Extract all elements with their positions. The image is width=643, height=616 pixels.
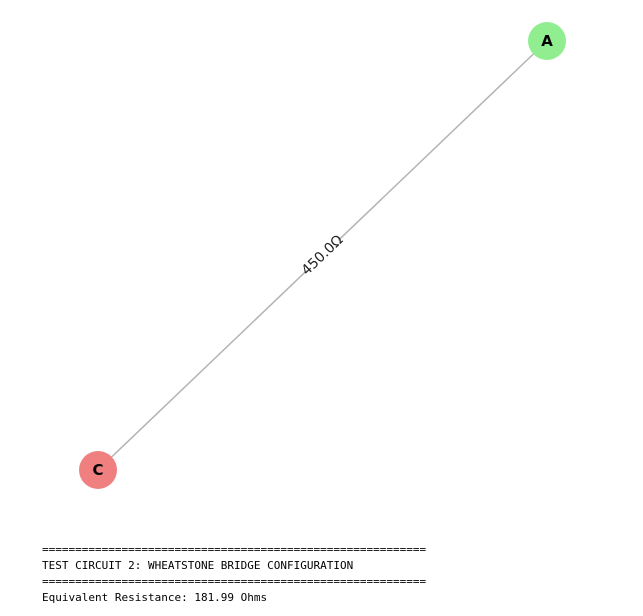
console-output: ========================================… (42, 542, 426, 606)
node-a-label: A (541, 32, 553, 50)
node-c: C (79, 451, 117, 489)
separator-line: ========================================… (42, 543, 427, 556)
node-c-circle (79, 451, 117, 489)
circuit-graph: 450.0Ω A C (79, 22, 566, 489)
result-text: Equivalent Resistance: 181.99 Ohms (42, 591, 268, 604)
edge-label-background (300, 233, 345, 278)
separator-line: ========================================… (42, 575, 427, 588)
node-a-circle (528, 22, 566, 60)
node-c-label: C (92, 461, 103, 479)
node-a: A (528, 22, 566, 60)
edge-label-a-c: 450.0Ω (299, 232, 347, 279)
test-heading: TEST CIRCUIT 2: WHEATSTONE BRIDGE CONFIG… (42, 559, 354, 572)
